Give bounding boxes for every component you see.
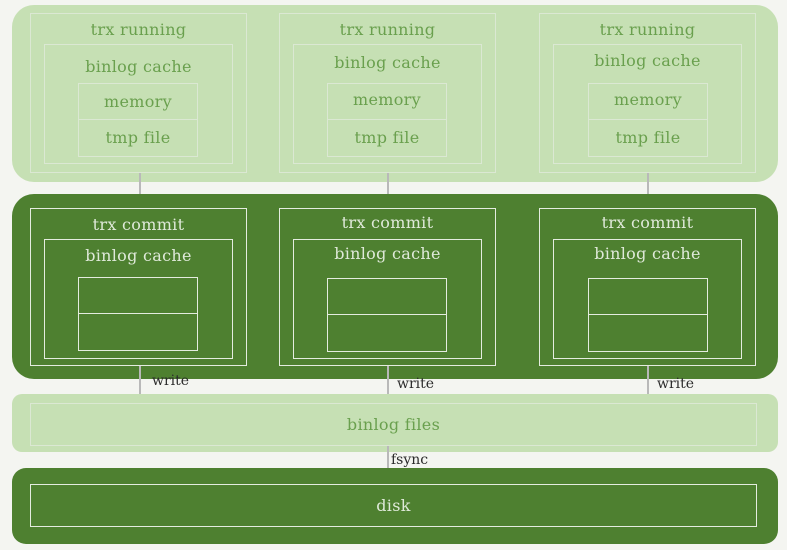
trx-commit-box: trx commit binlog cache bbox=[279, 208, 496, 366]
disk-box: disk bbox=[30, 484, 757, 527]
cache-storage-box bbox=[588, 278, 708, 352]
tmp-file-cell: tmp file bbox=[589, 120, 707, 156]
binlog-cache-label: binlog cache bbox=[85, 57, 192, 76]
tmp-file-cell: tmp file bbox=[79, 120, 197, 156]
cache-storage-box bbox=[78, 277, 198, 351]
trx-running-box: trx running binlog cache memory tmp file bbox=[30, 13, 247, 173]
disk-label: disk bbox=[376, 496, 411, 515]
memory-cell: memory bbox=[79, 84, 197, 120]
memory-label: memory bbox=[614, 90, 682, 109]
write-label: write bbox=[397, 376, 435, 392]
cache-cell-top bbox=[79, 278, 197, 314]
write-label: write bbox=[657, 376, 695, 392]
binlog-files-label: binlog files bbox=[346, 415, 441, 434]
binlog-cache-label: binlog cache bbox=[334, 53, 441, 72]
binlog-cache-box: binlog cache bbox=[44, 239, 233, 359]
binlog-cache-box: binlog cache memory tmp file bbox=[44, 44, 233, 164]
cache-cell-bottom bbox=[589, 315, 707, 351]
memory-cell: memory bbox=[589, 84, 707, 120]
binlog-cache-box: binlog cache bbox=[553, 239, 742, 359]
binlog-cache-box: binlog cache memory tmp file bbox=[553, 44, 742, 164]
binlog-files-box: binlog files bbox=[30, 403, 757, 446]
disk-band bbox=[12, 468, 778, 544]
fsync-label: fsync bbox=[391, 452, 429, 468]
trx-running-box: trx running binlog cache memory tmp file bbox=[539, 13, 756, 173]
cache-cell-bottom bbox=[328, 315, 446, 351]
trx-commit-box: trx commit binlog cache bbox=[30, 208, 247, 366]
trx-running-band bbox=[12, 5, 778, 182]
trx-commit-title: trx commit bbox=[601, 213, 694, 232]
tmp-file-label: tmp file bbox=[615, 128, 681, 147]
cache-storage-box: memory tmp file bbox=[327, 83, 447, 157]
cache-cell-bottom bbox=[79, 314, 197, 350]
binlog-cache-label: binlog cache bbox=[334, 244, 441, 263]
memory-cell: memory bbox=[328, 84, 446, 120]
cache-storage-box: memory tmp file bbox=[78, 83, 198, 157]
cache-storage-box bbox=[327, 278, 447, 352]
binlog-cache-box: binlog cache bbox=[293, 239, 482, 359]
trx-running-box: trx running binlog cache memory tmp file bbox=[279, 13, 496, 173]
binlog-cache-label: binlog cache bbox=[594, 51, 701, 70]
trx-running-title: trx running bbox=[90, 20, 187, 39]
trx-commit-band bbox=[12, 194, 778, 379]
write-label: write bbox=[152, 373, 190, 389]
cache-storage-box: memory tmp file bbox=[588, 83, 708, 157]
tmp-file-label: tmp file bbox=[354, 128, 420, 147]
binlog-cache-box: binlog cache memory tmp file bbox=[293, 44, 482, 164]
trx-commit-title: trx commit bbox=[341, 213, 434, 232]
trx-running-title: trx running bbox=[339, 20, 436, 39]
tmp-file-cell: tmp file bbox=[328, 120, 446, 156]
binlog-cache-label: binlog cache bbox=[85, 246, 192, 265]
cache-cell-top bbox=[589, 279, 707, 315]
memory-label: memory bbox=[353, 90, 421, 109]
memory-label: memory bbox=[104, 92, 172, 111]
cache-cell-top bbox=[328, 279, 446, 315]
trx-commit-title: trx commit bbox=[92, 215, 185, 234]
binlog-cache-label: binlog cache bbox=[594, 244, 701, 263]
trx-commit-box: trx commit binlog cache bbox=[539, 208, 756, 366]
tmp-file-label: tmp file bbox=[105, 128, 171, 147]
trx-running-title: trx running bbox=[599, 20, 696, 39]
